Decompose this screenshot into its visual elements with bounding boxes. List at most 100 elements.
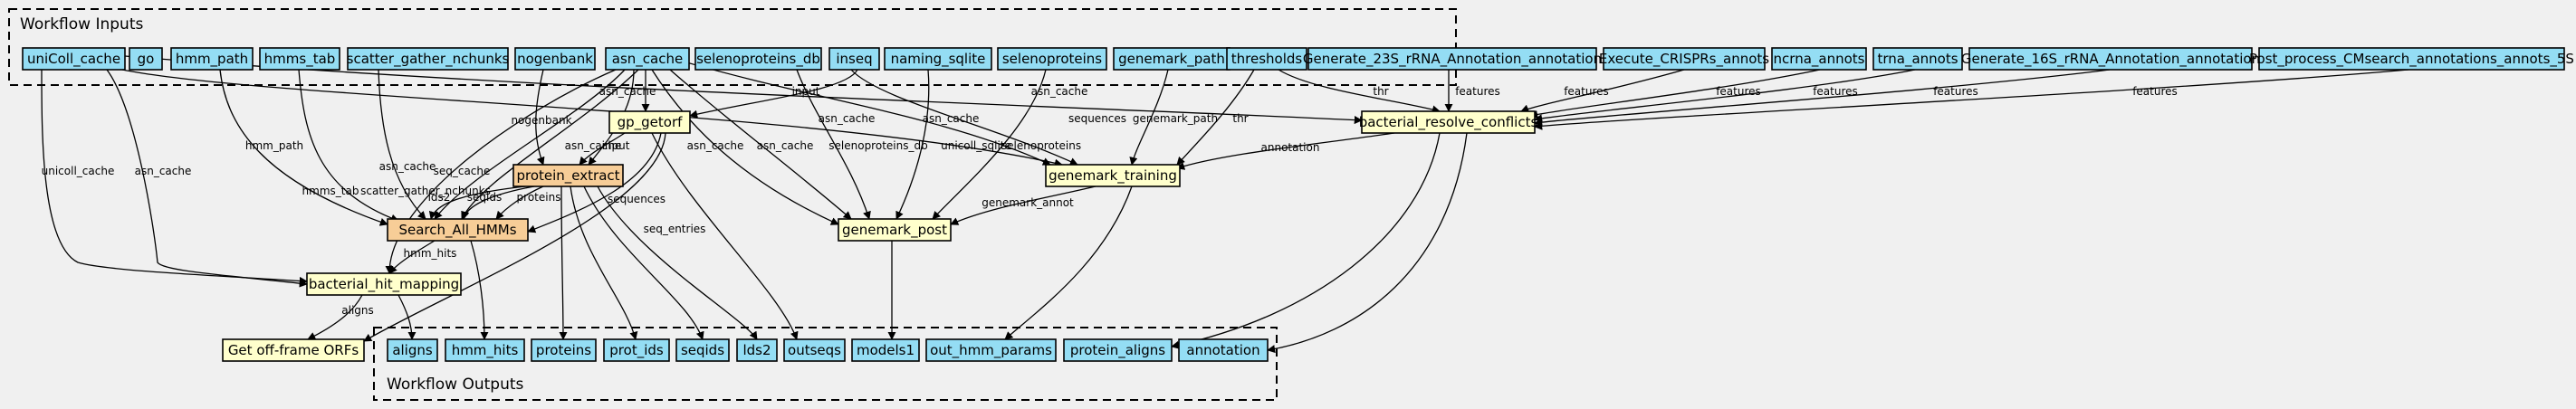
node-cmsearch[interactable]: Post_process_CMsearch_annotations_annots… [2249,47,2574,71]
edge-label: seq_entries [644,223,706,235]
node-uniColl-cache[interactable]: uniColl_cache [22,47,126,71]
edge-label: selenoproteins [1001,139,1081,152]
node-gp-getorf[interactable]: gp_getorf [608,110,691,134]
edge-search-all-hmms-to-bacterial-hit-mapping [388,240,436,274]
node-label: go [138,51,155,67]
edge-genemark-training-to-out-hmm-params [1004,185,1133,340]
node-selenoproteins-db[interactable]: selenoproteins_db [694,47,822,71]
node-label: Generate_23S_rRNA_Annotation_annotation [1303,51,1602,68]
node-label: Execute_CRISPRs_annots [1599,51,1769,68]
node-genemark-post[interactable]: genemark_post [838,218,952,242]
edge-gp-getorf-to-outseqs [651,132,799,340]
node-seqids[interactable]: seqids [675,338,730,362]
node-nogenbank[interactable]: nogenbank [514,47,596,71]
node-label: seqids [681,342,724,358]
node-gen16s[interactable]: Generate_16S_rRNA_Annotation_annotation [1961,47,2260,71]
edge-label: asn_cache [379,160,436,173]
node-get-offframe[interactable]: Get off-frame ORFs [222,338,365,362]
node-out-hmm-params[interactable]: out_hmm_params [925,338,1057,362]
edge-label: hmm_hits [404,247,457,260]
edge-label: input [792,85,820,98]
edge-label: sequences [608,193,666,205]
node-aligns[interactable]: aligns [387,338,438,362]
node-label: selenoproteins_db [696,51,820,68]
node-bacterial-hit-mapping[interactable]: bacterial_hit_mapping [306,272,462,296]
edge-label: lds2 [428,191,451,204]
node-annotation[interactable]: annotation [1178,338,1269,362]
node-label: hmm_hits [452,342,519,359]
node-prot-ids[interactable]: prot_ids [603,338,670,362]
edge-selenoproteins-to-genemark-post [932,69,1047,220]
node-models1[interactable]: models1 [851,338,920,362]
node-crispr[interactable]: Execute_CRISPRs_annots [1599,47,1769,71]
node-protein-extract[interactable]: protein_extract [512,164,624,187]
node-asn-cache[interactable]: asn_cache [605,47,690,71]
node-label: ncrna_annots [1774,51,1865,68]
edge-thresholds-to-bacterial-resolve [1278,69,1441,114]
edge-naming-sqlite-to-genemark-post [895,69,930,220]
node-label: aligns [392,342,433,358]
node-hmm-path[interactable]: hmm_path [170,47,254,71]
node-label: prot_ids [609,342,664,359]
edge-label: asn_cache [599,85,656,98]
node-label: naming_sqlite [891,51,986,68]
edge-label: unicoll_cache [42,165,115,177]
node-naming-sqlite[interactable]: naming_sqlite [884,47,992,71]
edge-protein-extract-to-search-all-hmms [461,185,535,220]
node-gen23s[interactable]: Generate_23S_rRNA_Annotation_annotation [1303,47,1602,71]
node-hmm-hits[interactable]: hmm_hits [445,338,525,362]
edge-nogenbank-to-protein-extract [535,69,545,166]
node-label: lds2 [742,342,771,358]
node-genemark-training[interactable]: genemark_training [1045,164,1181,187]
edge-label: unicoll_sqlite [941,139,1011,152]
edge-label: input [602,139,630,152]
node-label: nogenbank [517,51,593,67]
node-genemark-path[interactable]: genemark_path [1113,47,1231,71]
node-outseqs[interactable]: outseqs [783,338,846,362]
node-trna[interactable]: trna_annots [1872,47,1963,71]
edge-protein-extract-to-lds2 [597,185,758,340]
node-selenoproteins[interactable]: selenoproteins [997,47,1107,71]
edge-gp-getorf-to-protein-extract [579,132,626,166]
node-label: hmm_path [176,51,248,68]
node-label: protein_aligns [1070,342,1165,359]
edge-label: thr [1373,85,1388,98]
edge-label: proteins [517,191,561,204]
edge-label: features [2132,85,2178,98]
edge-label: seq_cache [434,165,491,177]
node-hmms-tab[interactable]: hmms_tab [259,47,340,71]
edge-label: features [1716,85,1761,98]
node-label: trna_annots [1877,51,1958,68]
edge-genemark-training-to-genemark-post [950,185,1096,225]
workflow-outputs-cluster: Workflow Outputs [373,327,1278,401]
edge-label: thr [1232,112,1248,125]
edge-protein-extract-to-seqids [583,185,704,340]
node-label: outseqs [788,342,841,358]
node-go[interactable]: go [129,47,163,71]
edge-label: genemark_path [1133,112,1218,125]
edge-label: asn_cache [565,139,622,152]
node-thresholds[interactable]: thresholds [1226,47,1307,71]
node-inseq[interactable]: inseq [828,47,880,71]
node-scatter-gather-nchunks[interactable]: scatter_gather_nchunks [347,47,510,71]
edge-selenoproteins-db-to-genemark-post [796,69,871,220]
edge-protein-extract-to-search-all-hmms [495,185,544,220]
node-protein-aligns[interactable]: protein_aligns [1063,338,1173,362]
node-search-all-hmms[interactable]: Search_All_HMMs [387,218,529,242]
edge-ncrna-to-bacterial-resolve [1529,69,1821,119]
edge-label: asn_cache [135,165,192,177]
node-ncrna[interactable]: ncrna_annots [1771,47,1867,71]
edge-bacterial-hit-mapping-to-get-offframe [307,294,363,340]
edge-label: asn_cache [687,139,744,152]
edge-label: annotation [1261,141,1320,154]
edge-label: sequences [1068,112,1126,125]
node-lds2[interactable]: lds2 [736,338,778,362]
node-proteins[interactable]: proteins [531,338,597,362]
edge-label: genemark_annot [982,196,1074,209]
node-bacterial-resolve[interactable]: bacterial_resolve_conflicts [1359,110,1538,134]
node-label: out_hmm_params [930,342,1052,359]
edge-label: scatter_gather_nchunks [360,185,491,197]
edge-label: features [1933,85,1978,98]
edge-protein-extract-to-search-all-hmms [428,185,526,220]
edge-label: selenoproteins_db [828,139,927,152]
